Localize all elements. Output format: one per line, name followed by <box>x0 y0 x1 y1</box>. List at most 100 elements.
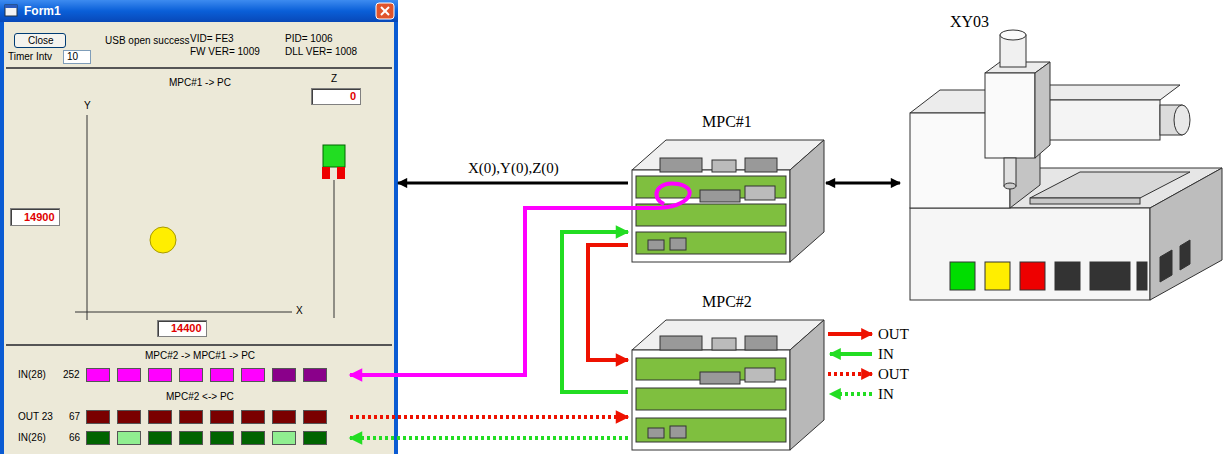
controller-box <box>670 238 686 250</box>
bit-lamp <box>303 410 327 424</box>
xy-machine <box>1090 262 1130 290</box>
plot-axis <box>75 312 292 313</box>
controller-box <box>636 232 786 254</box>
window-frame <box>376 3 394 19</box>
controller-box <box>670 426 686 438</box>
bit-lamp <box>117 368 141 382</box>
io-arrow <box>830 392 872 396</box>
window-frame <box>0 0 398 454</box>
field-label: Timer Intv <box>8 51 52 63</box>
controller-box <box>660 336 702 350</box>
xy-machine <box>1180 240 1190 270</box>
controller-box <box>700 190 740 202</box>
z-value-box: 0 <box>311 88 361 105</box>
row-value: 66 <box>69 432 80 444</box>
xy-machine <box>1137 262 1147 290</box>
axis-label: Z <box>331 73 337 85</box>
unit-name: MPC#1 <box>702 112 752 131</box>
bit-lamp <box>210 410 234 424</box>
xy-machine <box>1035 62 1050 158</box>
button-label: Close <box>28 35 54 47</box>
bit-lamp <box>179 368 203 382</box>
section-heading: MPC#2 -> MPC#1 -> PC <box>145 350 255 362</box>
bit-lamp <box>148 410 172 424</box>
controller-box <box>712 160 736 172</box>
output-arrow <box>588 245 628 360</box>
controller-box <box>745 368 775 382</box>
y-value-box: 14900 <box>10 208 60 226</box>
xy-machine <box>1150 168 1222 300</box>
value-readout: 0 <box>350 90 356 103</box>
io-arrow <box>830 352 872 356</box>
row-name: IN(26) <box>18 432 46 444</box>
controller-box <box>636 388 786 410</box>
app-window: Form1Close 10 0 14900 14400IN(28)252OUT 2367… <box>0 0 398 454</box>
separator-line <box>6 67 392 69</box>
info-text: VID= FE3 <box>190 33 234 45</box>
output-bit-row: OUT 2367 <box>14 409 350 425</box>
position-marker <box>150 227 176 253</box>
window-frame <box>5 5 17 8</box>
z-indicator <box>322 167 330 179</box>
info-text: DLL VER= 1008 <box>285 46 357 58</box>
bit-lamp <box>241 410 265 424</box>
bit-lamp <box>117 431 141 445</box>
row-name: IN(28) <box>18 369 46 381</box>
info-text: PID= 1006 <box>285 33 333 45</box>
bit-lamp <box>241 431 265 445</box>
controller-box <box>632 320 824 450</box>
axis-label: X <box>296 305 303 317</box>
input-bit-row: IN(28)252 <box>14 367 350 383</box>
bit-lamp <box>117 410 141 424</box>
bit-lamp <box>86 368 110 382</box>
section-heading: MPC#1 -> PC <box>169 77 231 89</box>
value-readout: 14900 <box>24 211 55 224</box>
unit-name: MPC#2 <box>702 292 752 311</box>
input-value: 10 <box>67 51 78 63</box>
window-frame <box>0 0 398 454</box>
controller-box <box>632 350 790 450</box>
io-arrow <box>828 372 872 376</box>
row-value: 67 <box>69 411 80 423</box>
bit-lamp <box>179 431 203 445</box>
controller-box <box>745 158 777 172</box>
controller-box <box>660 158 702 172</box>
window-frame <box>5 5 17 16</box>
input-bit-row: IN(26) 66 <box>14 430 350 446</box>
xy-stage: XY03 <box>900 8 1226 328</box>
controller-box <box>648 240 664 250</box>
bit-lamp <box>303 431 327 445</box>
bit-lamp <box>148 368 172 382</box>
z-indicator <box>323 145 345 167</box>
io-arrow <box>828 334 872 394</box>
window-title: Form1 <box>24 4 61 18</box>
link-arrow <box>826 182 900 185</box>
signal-name: OUT <box>878 325 909 343</box>
xy-machine <box>1030 198 1140 204</box>
signal-name: IN <box>878 345 894 363</box>
window-frame <box>381 7 389 15</box>
bit-lamp <box>272 431 296 445</box>
controller-box <box>712 338 736 350</box>
bit-lamp <box>210 368 234 382</box>
controller-box <box>636 418 786 442</box>
controller-box <box>745 336 777 350</box>
bit-lamp <box>303 368 327 382</box>
position-marker <box>150 227 176 253</box>
io-arrow <box>828 332 872 336</box>
xy-machine <box>985 262 1010 290</box>
xy-machine <box>910 30 1222 300</box>
controller-box <box>790 320 824 450</box>
output-arrow <box>350 415 628 419</box>
window-frame <box>381 7 389 15</box>
plot-axis <box>87 115 88 320</box>
controller-box <box>632 170 790 262</box>
x-value-box: 14400 <box>157 320 207 337</box>
separator-line <box>6 344 392 346</box>
plot-axis <box>75 115 334 320</box>
xy-machine <box>1160 250 1172 282</box>
controller-box <box>700 372 740 384</box>
z-indicator <box>322 145 345 179</box>
